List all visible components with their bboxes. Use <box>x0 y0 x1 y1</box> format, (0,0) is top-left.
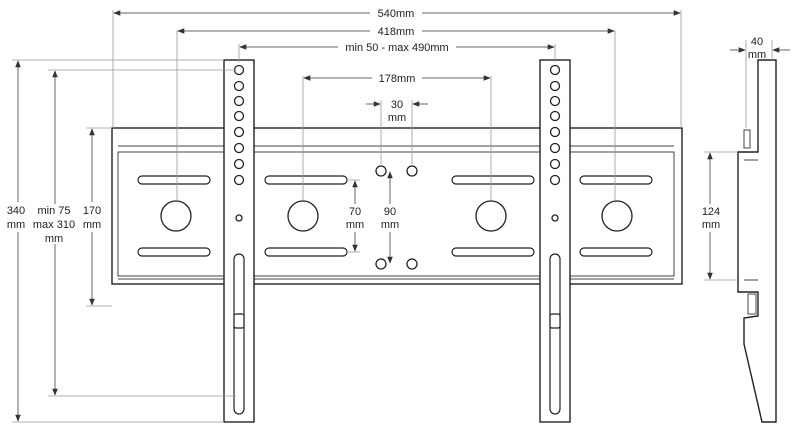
side-height-value: 124 <box>702 206 720 218</box>
slot-span-label: 178mm <box>379 73 416 85</box>
hole-pitch-v-small-value: 70 <box>349 206 361 218</box>
extension-lines <box>12 10 773 423</box>
side-view <box>737 59 777 423</box>
plate-height-unit: mm <box>83 219 101 231</box>
hole-pitch-v-large-value: 90 <box>384 206 396 218</box>
hole-pitch-v-small-unit: mm <box>346 219 364 231</box>
depth-value: 40 <box>751 36 763 48</box>
rail-height-unit: mm <box>45 233 63 245</box>
hole-pitch-h-unit: mm <box>388 112 406 124</box>
overall-width-label: 540mm <box>378 8 415 20</box>
total-height-value: 340 <box>7 205 25 217</box>
total-height-unit: mm <box>7 219 25 231</box>
plate-center-holes <box>375 165 418 270</box>
plate-slots <box>137 175 653 257</box>
wall-plate <box>111 127 683 285</box>
rail-span-label: min 50 - max 490mm <box>345 42 448 54</box>
side-height-unit: mm <box>702 219 720 231</box>
hole-pitch-h-value: 30 <box>391 99 403 111</box>
right-rail <box>539 59 571 423</box>
rail-height-min: min 75 <box>37 205 70 217</box>
plate-large-holes <box>160 200 633 232</box>
rail-height-max: max 310 <box>33 219 75 231</box>
left-rail <box>223 59 255 423</box>
hole-span-label: 418mm <box>378 26 415 38</box>
depth-unit: mm <box>748 49 766 61</box>
hole-pitch-v-large-unit: mm <box>381 219 399 231</box>
plate-height-value: 170 <box>83 205 101 217</box>
